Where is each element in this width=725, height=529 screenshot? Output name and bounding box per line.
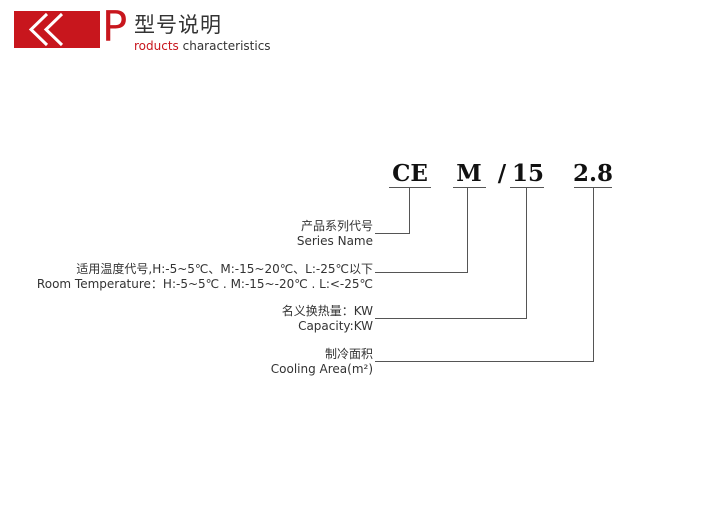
page-header: P 型号说明 roducts characteristics [0,0,725,60]
label-area-en: Cooling Area(m²) [270,362,373,376]
label-temperature: 适用温度代号,H:-5~5℃、M:-15~20℃、L:-25℃以下 Room T… [37,262,373,292]
connector-temperature [375,188,468,273]
page-subtitle: roducts characteristics [134,39,271,53]
brand-letter: P [102,2,128,51]
label-capacity-en: Capacity:KW [298,319,373,333]
code-capacity: 15 [512,160,545,187]
connector-series [375,188,410,234]
label-area: 制冷面积 Cooling Area(m²) [271,347,373,377]
subtitle-rest: characteristics [178,39,271,53]
code-series: CE [392,160,428,187]
code-temperature: M [456,160,482,187]
label-series: 产品系列代号 Series Name [297,219,373,249]
subtitle-accent: roducts [134,39,179,53]
label-area-cn: 制冷面积 [324,347,373,361]
label-temperature-cn: 适用温度代号,H:-5~5℃、M:-15~20℃、L:-25℃以下 [76,262,373,276]
label-series-en: Series Name [296,234,373,248]
connector-capacity [375,188,527,319]
label-capacity: 名义换热量：KW Capacity:KW [282,304,373,334]
code-area: 2.8 [573,160,614,187]
label-series-cn: 产品系列代号 [300,219,373,233]
label-capacity-cn: 名义换热量：KW [281,304,373,318]
chevron-logo-icon [14,11,100,48]
connector-area [375,188,594,362]
label-temperature-en: Room Temperature：H:-5~5℃ . M:-15~-20℃ . … [36,277,373,291]
code-slash: / [497,160,507,187]
page-title: 型号说明 [134,13,222,37]
